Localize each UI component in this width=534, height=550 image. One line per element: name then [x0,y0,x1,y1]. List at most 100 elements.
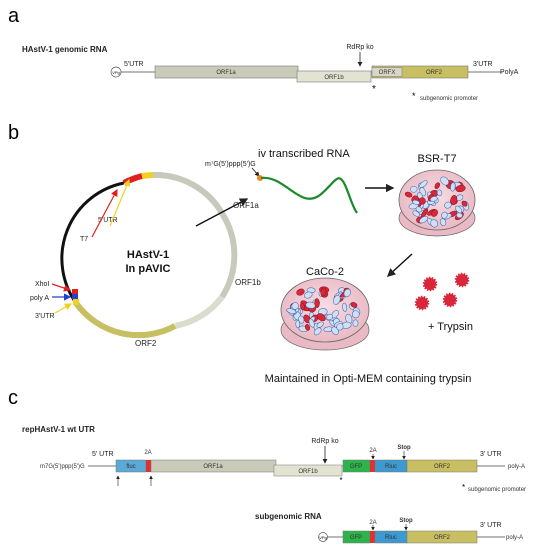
subgenomic-note-a: subgenomic promoter [420,96,478,102]
plasmid-name-1: HAstV-1 [127,249,169,261]
plasmid-orf1b-arc [174,295,225,329]
plasmid-3utr-mark [73,299,79,305]
cell [316,321,324,328]
infected-cell [314,298,320,308]
genome-map-a: VPg 5'UTR ORF1a ORF1b ORFX ORF2 3'UTR Po… [110,44,519,102]
infected-cell [300,302,306,311]
replicon-map: m7G(5')ppp(5')G 5' UTR fluc 2A ORF1a ORF… [40,438,526,493]
cell [313,327,322,336]
infected-cell [350,302,358,308]
iv-rna-group: m⁷G(5')ppp(5')G iv transcribed RNA [205,148,358,214]
infected-cell [419,197,426,205]
replicon-orf2-label: ORF2 [434,464,451,470]
cell [408,203,419,210]
rna-strand [260,176,358,214]
utr5-label-a: 5'UTR [124,61,144,68]
cell [450,182,456,192]
rna-title: iv transcribed RNA [258,148,350,160]
note-asterisk-a: * [412,91,416,101]
infected-cell [404,191,413,198]
virion-particles [414,272,470,311]
trypsin-label: + Trypsin [428,321,473,333]
replicon-asterisk: * [339,476,342,485]
replicon-rdrp-label: RdRp ko [311,438,338,445]
cell [286,308,297,314]
subgenomic-map: subgenomic RNA VPg GFP 2A Rluc Stop ORF2… [255,512,523,544]
cell [333,295,341,305]
replicon-2a-label-1: 2A [144,450,151,456]
replicon-utr5: 5' UTR [92,451,114,458]
panel-a-letter: a [8,5,20,27]
cell [342,302,347,312]
subgenomic-2a-label: 2A [369,520,376,526]
subgenomic-orf2-box [406,530,478,544]
plasmid-orf1a-arc [152,171,226,217]
virion [454,272,470,288]
subgenomic-orf2-label: ORF2 [434,535,451,541]
plasmid-orf1a-arc-2 [219,213,238,299]
virion [422,276,438,292]
infected-cell [305,324,311,331]
cell [303,291,313,299]
replicon-orf2-box [406,459,478,473]
cell [343,288,351,298]
vpg-icon [110,66,122,78]
subgenomic-stop-label: Stop [399,518,413,524]
cell [415,206,423,213]
plasmid-xhoi-arrow [51,283,72,292]
plasmid-3utr-label: 3'UTR [35,313,55,320]
plasmid-t7-segment [122,173,143,186]
asterisk-a: * [372,84,376,95]
bsr-cells [404,176,469,228]
orfx-box-a [371,67,403,77]
replicon-orf1b-box [273,464,343,477]
replicon-orf1a-label: ORF1a [203,464,223,470]
cell [298,315,305,324]
rna-cap-icon [257,175,263,181]
rna-cap-arrow [251,167,260,177]
replicon-orf1b-label: ORF1b [298,469,318,475]
panel-a-title: HAstV-1 genomic RNA [22,45,108,54]
cell [441,211,448,219]
caco-label: CaCo-2 [306,266,344,278]
cell [291,302,299,310]
cell [308,318,315,328]
replicon-subgenomic-note: subgenomic promoter [468,487,526,493]
vpg-label: VPg [112,70,120,75]
cell [326,313,334,321]
infected-cell [455,185,466,193]
plasmid-t7-label: T7 [80,236,88,243]
cell [305,301,316,309]
cell [439,218,447,226]
panel-b-letter: b [8,122,19,144]
cell [430,196,438,202]
plasmid-name-2: In pAVIC [125,263,170,275]
replicon-rluc-label: Rluc [385,464,397,470]
infected-cell [296,288,305,296]
cell [436,189,443,197]
subgenomic-utr3: 3' UTR [480,522,502,529]
subgenomic-polya: poly-A [506,535,523,541]
subgenomic-gfp-label: GFP [350,535,362,541]
virion [442,292,458,308]
plasmid-orf1b-label: ORF1b [235,278,261,287]
bsr-to-caco-arrow [386,253,413,277]
orf1a-label-a: ORF1a [216,70,236,76]
virion [414,295,430,311]
rna-cap-label: m⁷G(5')ppp(5')G [205,161,256,168]
plasmid-t7-arrow [91,188,118,238]
subgenomic-vpg-label: VPg [319,535,327,540]
replicon-polya: poly-A [508,464,525,470]
orf2-label-a: ORF2 [426,70,443,76]
panel-c-title: repHAstV-1 wt UTR [22,425,95,434]
maintained-caption: Maintained in Opti-MEM containing trypsi… [265,373,472,385]
panel-c-letter: c [8,387,18,409]
replicon-fluc-label: fluc [126,464,135,470]
orf1b-label-a: ORF1b [324,75,344,81]
cell [430,219,439,228]
plasmid-orf1a-label: ORF1a [233,201,259,210]
plasmid-xhoi-label: XhoI [35,281,49,288]
plasmid-orf2-label: ORF2 [135,339,157,348]
subgenomic-rluc-label: Rluc [385,535,397,541]
cell [419,215,429,224]
